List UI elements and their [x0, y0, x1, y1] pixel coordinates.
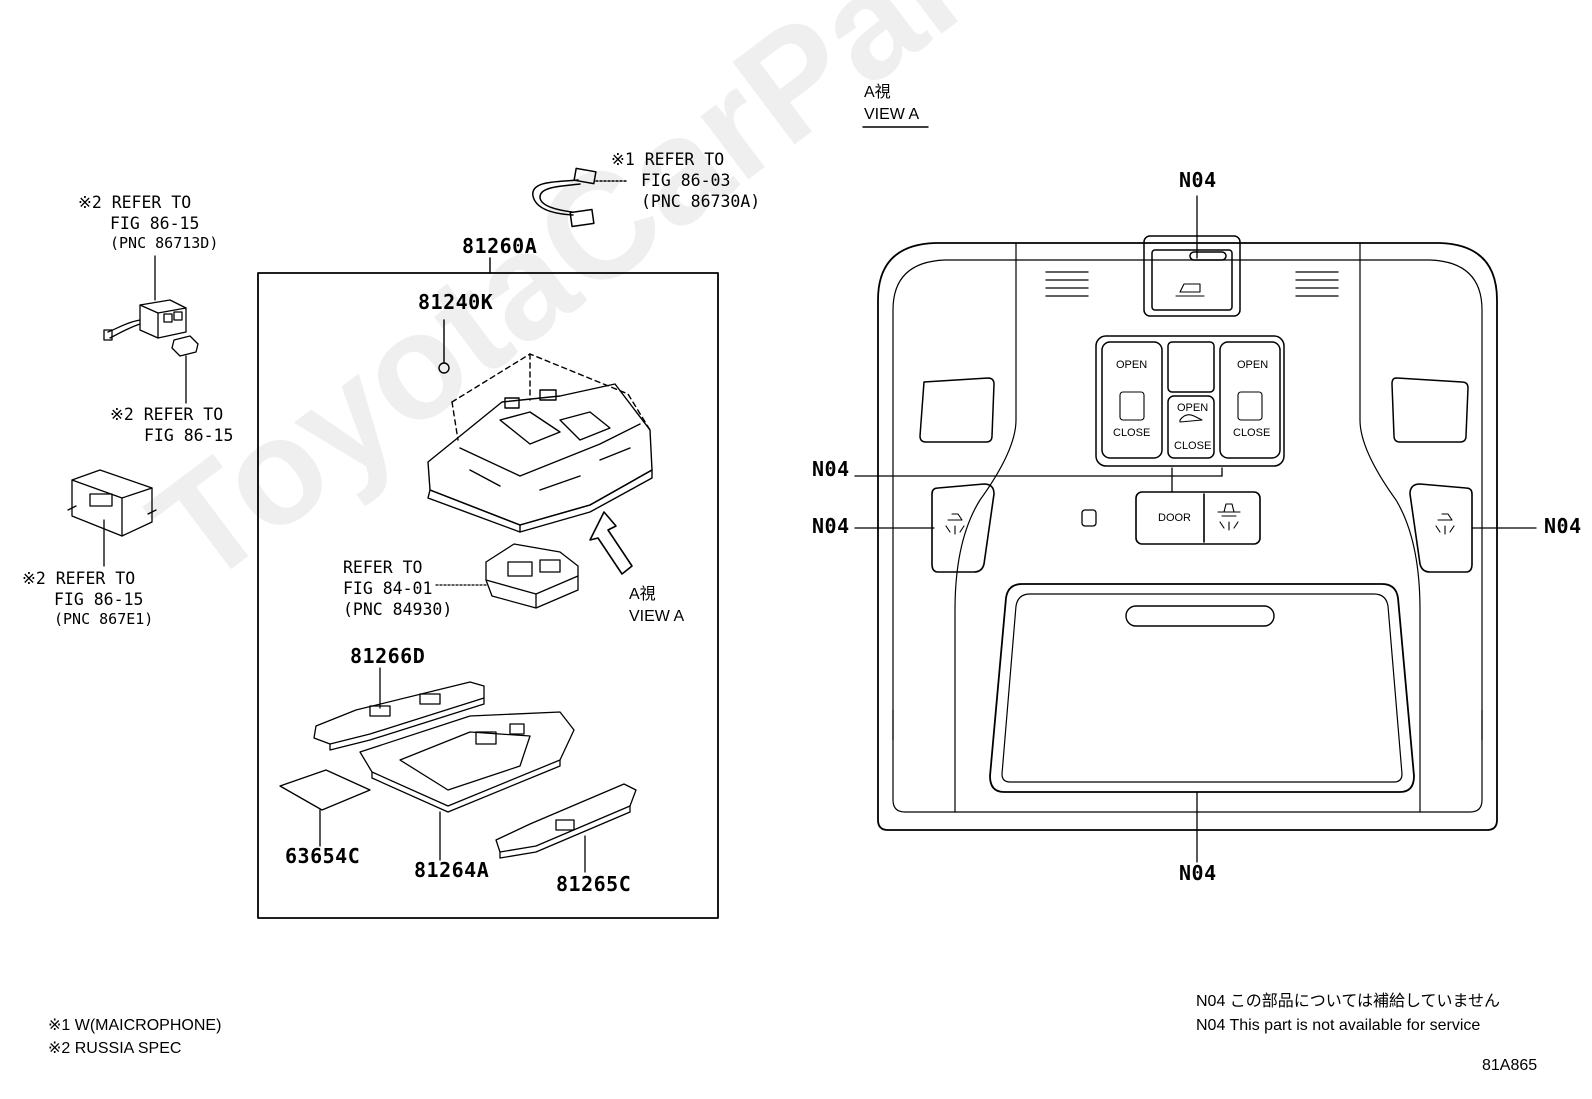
legend-en: N04 This part is not available for servi…: [1196, 1017, 1481, 1034]
n04-top: N04: [1179, 168, 1217, 192]
view-heading: A視 VIEW A: [864, 82, 919, 127]
figure-id: 81A865: [1482, 1057, 1538, 1074]
footnote-1: ※1 W(MAICROPHONE): [48, 1017, 222, 1034]
vent-grille-left: [1045, 271, 1089, 297]
upper-cover-icon: [313, 667, 485, 751]
view-arrow-en: VIEW A: [629, 607, 685, 625]
ref-microphone-l1: ※1 REFER TO: [611, 150, 725, 169]
n04-bottom: N04: [1179, 861, 1217, 885]
legend-jp: N04 この部品については補給していません: [1196, 993, 1501, 1010]
side-window-left: [919, 377, 995, 443]
ref-module: ※2 REFER TO FIG 86-15(PNC 867E1): [22, 568, 153, 629]
door-dome-switch: [1135, 491, 1261, 545]
switch-close-center: CLOSE: [1174, 440, 1212, 452]
ref-switch-a-l1: ※2 REFER TO: [78, 193, 192, 212]
n04-leaders: [854, 195, 1537, 863]
console-housing-icon: [427, 319, 653, 533]
part-63654C: 63654C: [285, 844, 361, 868]
ref-microphone-l2: FIG 86-03: [641, 171, 731, 191]
n04-left-upper: N04: [812, 457, 850, 481]
view-a-arrow-icon: [589, 511, 633, 575]
part-81264A: 81264A: [414, 858, 490, 882]
control-module-icon: [67, 469, 157, 567]
ref-switch-a-l2: FIG 86-15: [110, 214, 200, 234]
lens-icon: [495, 783, 637, 873]
view-arrow-jp: A視: [629, 586, 656, 603]
switch-close-left: CLOSE: [1113, 427, 1151, 439]
small-sensor: [1081, 509, 1097, 527]
sub-console-icon: [435, 543, 579, 609]
view-arrow-label: A視 VIEW A: [629, 584, 684, 627]
n04-left-lower: N04: [812, 514, 850, 538]
clip-icon: [171, 335, 199, 404]
ref-module-l1: ※2 REFER TO: [22, 569, 136, 588]
switch-open-left: OPEN: [1116, 359, 1148, 371]
map-light-switch-left: [931, 483, 995, 573]
sunglass-holder-lid: [989, 583, 1415, 793]
ref-microphone-l3: (PNC 86730A): [641, 192, 761, 212]
view-heading-jp: A視: [864, 84, 891, 101]
part-81240K: 81240K: [418, 290, 494, 314]
ref-module-l2: FIG 86-15: [54, 590, 144, 610]
ref-switch-a-l3: (PNC 86713D): [110, 234, 219, 253]
switch-door: DOOR: [1158, 512, 1191, 524]
footnotes: ※1 W(MAICROPHONE) ※2 RUSSIA SPEC: [48, 1014, 221, 1060]
ref-console-l3: (PNC 84930): [343, 600, 453, 620]
ref-console-l2: FIG 84-01: [343, 579, 433, 599]
door-switch-cluster: [1095, 335, 1285, 467]
ref-switch-b-l1: ※2 REFER TO: [110, 405, 224, 424]
part-81265C: 81265C: [556, 872, 632, 896]
rear-indicator-panel: [1143, 235, 1241, 317]
legend: N04 この部品については補給していません N04 This part is no…: [1196, 990, 1500, 1038]
ref-console: REFER TO FIG 84-01(PNC 84930): [343, 557, 452, 620]
ref-console-l1: REFER TO: [343, 558, 423, 577]
side-window-right: [1391, 377, 1469, 443]
microphone-icon: [532, 167, 627, 228]
switch-close-right: CLOSE: [1233, 427, 1271, 439]
footnote-2: ※2 RUSSIA SPEC: [48, 1040, 182, 1058]
dome-light-icon: [1217, 503, 1241, 531]
ref-switch-b-l2: FIG 86-15: [144, 426, 234, 446]
part-81260A: 81260A: [462, 234, 538, 258]
housing-frame-icon: [359, 711, 575, 861]
vent-grille-right: [1295, 271, 1339, 297]
switch-open-right: OPEN: [1237, 359, 1269, 371]
ref-module-l3: (PNC 867E1): [54, 610, 154, 629]
assembly-frame: [257, 272, 719, 919]
switch-connector-icon: [103, 255, 187, 341]
ref-switch-b: ※2 REFER TO FIG 86-15: [110, 404, 233, 446]
ref-switch-a: ※2 REFER TO FIG 86-15(PNC 86713D): [78, 192, 218, 253]
n04-right: N04: [1544, 514, 1582, 538]
view-heading-en: VIEW A: [864, 106, 920, 124]
map-light-switch-right: [1409, 483, 1473, 573]
switch-open-center: OPEN: [1177, 402, 1209, 414]
part-81266D: 81266D: [350, 644, 426, 668]
pad-icon: [279, 769, 371, 847]
ref-microphone: ※1 REFER TO FIG 86-03(PNC 86730A): [611, 149, 760, 212]
overhead-console-outline: [877, 242, 1498, 831]
